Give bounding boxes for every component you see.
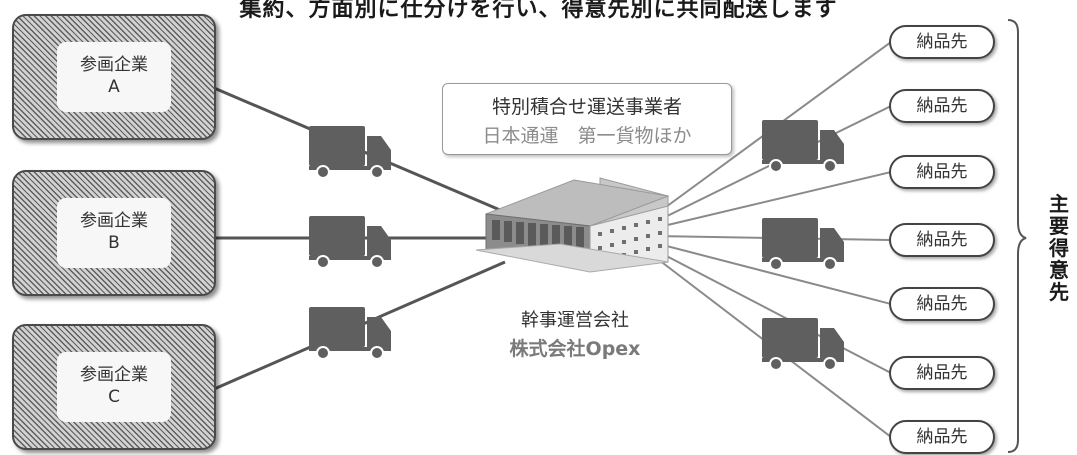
- truck-icon: [761, 317, 845, 371]
- destination-box: 納品先: [889, 420, 995, 454]
- destination-box: 納品先: [889, 223, 995, 257]
- operator-label: 幹事運営会社 株式会社Opex: [470, 306, 680, 361]
- operator-role: 幹事運営会社: [521, 310, 629, 331]
- carrier-box: 特別積合せ運送事業者 日本通運 第一貨物ほか: [442, 83, 732, 155]
- truck-icon: [761, 119, 845, 173]
- participant-label-line1: 参画企業: [80, 211, 148, 231]
- participant-label: 参画企業 B: [57, 198, 171, 268]
- main-customers-char: 意: [1049, 258, 1069, 282]
- participant-label: 参画企業 A: [57, 42, 171, 112]
- outbound-line-3: [654, 171, 892, 229]
- participant-label-line1: 参画企業: [80, 55, 148, 75]
- destination-box: 納品先: [889, 89, 995, 123]
- carrier-title: 特別積合せ運送事業者: [491, 96, 682, 118]
- participant-box-a: 参画企業 A: [12, 14, 216, 140]
- destination-box: 納品先: [889, 287, 995, 321]
- participant-box-b: 参画企業 B: [12, 170, 216, 296]
- participant-label-line2: B: [108, 233, 120, 253]
- carrier-companies: 日本通運 第一貨物ほか: [482, 125, 692, 147]
- main-customers-label: 主 要 得 意 先: [1046, 193, 1072, 303]
- truck-icon: [308, 215, 392, 269]
- truck-icon: [308, 125, 392, 179]
- truck-icon: [308, 306, 392, 360]
- operator-name: 株式会社Opex: [509, 338, 641, 360]
- main-customers-char: 先: [1049, 280, 1069, 304]
- participant-label-line1: 参画企業: [80, 365, 148, 385]
- brace-icon: [1007, 19, 1027, 453]
- destination-box: 納品先: [889, 25, 995, 59]
- main-customers-char: 主: [1049, 192, 1069, 216]
- main-customers-char: 要: [1049, 214, 1069, 238]
- participant-box-c: 参画企業 C: [12, 324, 216, 450]
- outbound-line-5: [654, 242, 892, 305]
- participant-label-line2: C: [108, 387, 120, 407]
- participant-label: 参画企業 C: [57, 352, 171, 422]
- destination-box: 納品先: [889, 155, 995, 189]
- main-customers-char: 得: [1049, 236, 1069, 260]
- diagram-heading: 集約、方面別に仕分けを行い、得意先別に共同配送します: [239, 0, 838, 22]
- outbound-line-6: [654, 249, 892, 374]
- participant-label-line2: A: [108, 77, 120, 97]
- truck-icon: [761, 217, 845, 271]
- destination-box: 納品先: [889, 356, 995, 390]
- warehouse-icon: [475, 177, 670, 273]
